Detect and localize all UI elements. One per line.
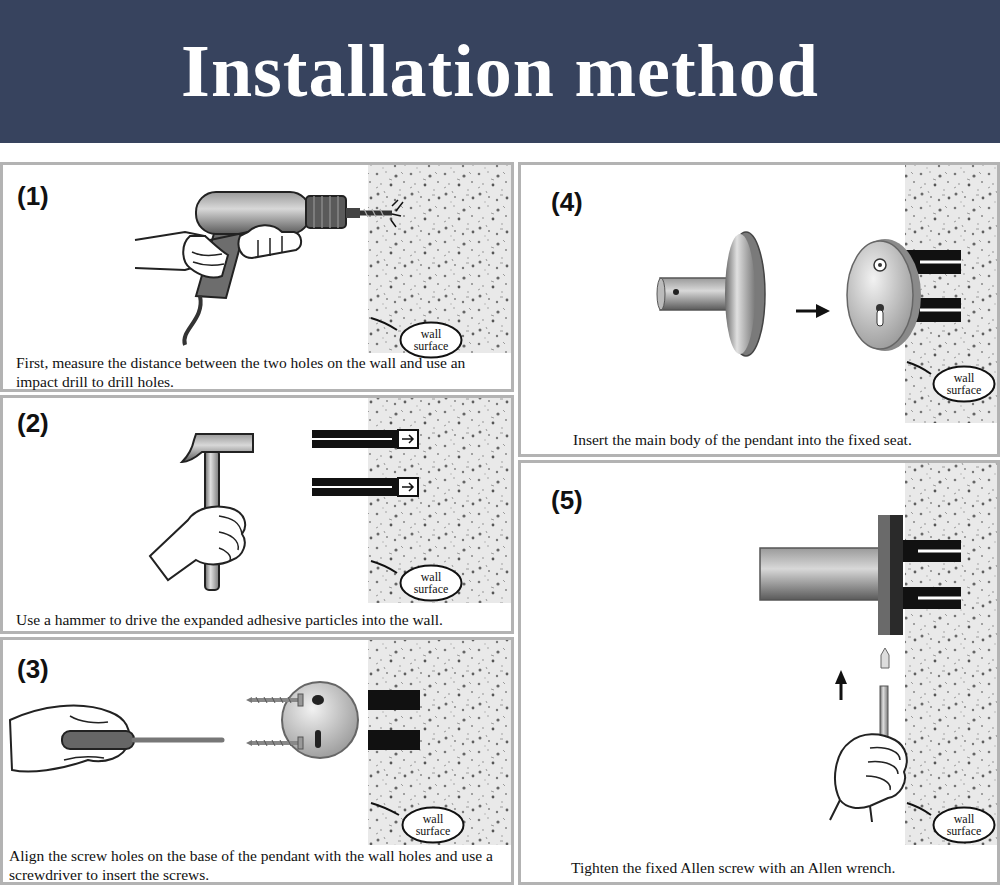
pendant-insert-illustration [657, 232, 961, 356]
step-number: (3) [17, 654, 77, 684]
allen-screw-illustration [760, 515, 961, 822]
leader-lines [371, 318, 931, 815]
step-caption: First, measure the distance between the … [16, 353, 508, 391]
callout-text-wrap: wall surface [932, 806, 996, 844]
step-number: (4) [551, 187, 611, 217]
step-caption: Align the screw holes on the base of the… [9, 846, 507, 884]
hammer-illustration [150, 434, 253, 590]
step-number: (2) [17, 408, 77, 438]
wall-surface-callout: wall surface [399, 564, 463, 602]
step-panel: (4) Insert the main body of the pendant i… [518, 162, 1000, 457]
base-and-screws [246, 682, 420, 758]
wall-surface-callout: wall surface [401, 806, 465, 844]
step-panel: (1) First, measure the distance between t… [0, 162, 514, 392]
callout-label: wall surface [941, 372, 987, 396]
callout-ellipse [401, 566, 462, 601]
title-band [0, 0, 1000, 143]
step-caption: Tighten the fixed Allen screw with an Al… [571, 858, 991, 877]
callout-label: wall surface [408, 328, 454, 352]
callout-text-wrap: wall surface [399, 564, 463, 602]
callout-label: wall surface [410, 813, 456, 837]
callout-label: wall surface [408, 571, 454, 595]
callout-text-wrap: wall surface [932, 365, 996, 403]
step-caption: Insert the main body of the pendant into… [573, 430, 993, 449]
title-text: Installation method [0, 0, 1000, 143]
step-caption: Use a hammer to drive the expanded adhes… [16, 610, 516, 629]
callout-ellipse [934, 367, 995, 402]
screwdriver-illustration [10, 706, 222, 772]
drill-illustration [135, 192, 403, 345]
step-panel: (5) Tighten the fixed Allen screw with an… [518, 460, 1000, 885]
step-number: (5) [551, 485, 611, 515]
callout-ellipse [403, 808, 464, 843]
callout-text-wrap: wall surface [399, 321, 463, 359]
callout-text-wrap: wall surface [401, 806, 465, 844]
step-number: (1) [17, 181, 77, 211]
callout-ellipse [401, 323, 462, 358]
callout-label: wall surface [941, 813, 987, 837]
wall-surface-callout: wall surface [399, 321, 463, 359]
callout-ellipse [934, 808, 995, 843]
wall-surface-callout: wall surface [932, 365, 996, 403]
step-panel: (2) Use a hammer to drive the expanded ad… [0, 395, 514, 634]
wall-texture [368, 165, 997, 845]
wall-surface-callout: wall surface [932, 806, 996, 844]
step-panel: (3) Align the screw holes on the base of … [0, 637, 514, 885]
anchor-plugs [312, 430, 418, 496]
